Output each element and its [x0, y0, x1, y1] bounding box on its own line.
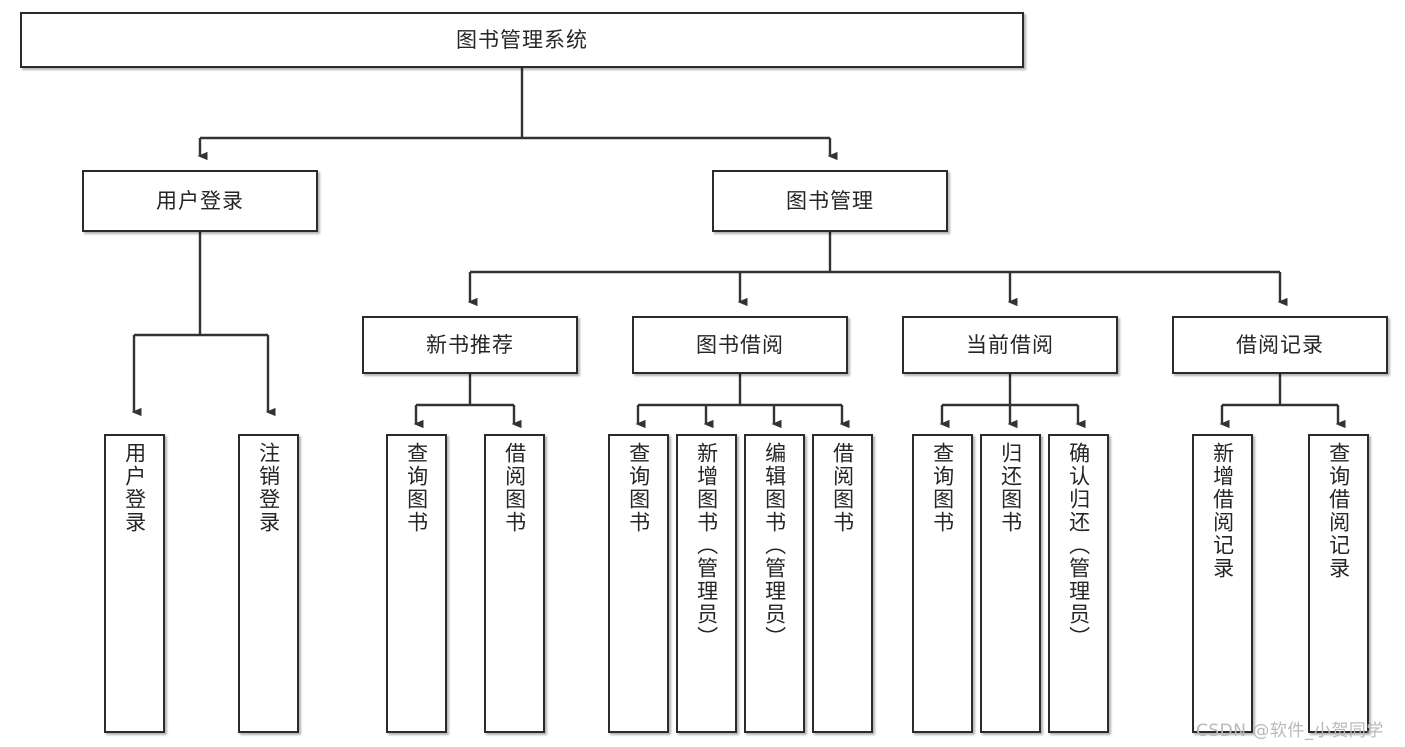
node-label: 注销登录 — [256, 442, 281, 534]
node-borrow-record[interactable]: 借阅记录 — [1172, 316, 1388, 374]
node-leaf-query-book-recommend[interactable]: 查询图书 — [386, 434, 447, 733]
node-leaf-borrow-book[interactable]: 借阅图书 — [812, 434, 873, 733]
node-label: 用户登录 — [122, 442, 147, 534]
node-label: 新书推荐 — [426, 332, 514, 357]
node-book-borrow[interactable]: 图书借阅 — [632, 316, 848, 374]
node-root-book-management-system[interactable]: 图书管理系统 — [20, 12, 1024, 68]
node-new-book-recommend[interactable]: 新书推荐 — [362, 316, 578, 374]
node-label: 新增图书（管理员） — [694, 442, 719, 649]
node-leaf-return-book[interactable]: 归还图书 — [980, 434, 1041, 733]
node-label: 借阅图书 — [830, 442, 855, 534]
node-label: 编辑图书（管理员） — [762, 442, 787, 649]
node-label: 查询图书 — [930, 442, 955, 534]
node-leaf-confirm-return[interactable]: 确认归还（管理员） — [1048, 434, 1109, 733]
node-label: 归还图书 — [998, 442, 1023, 534]
node-leaf-edit-book[interactable]: 编辑图书（管理员） — [744, 434, 805, 733]
node-book-management[interactable]: 图书管理 — [712, 170, 948, 232]
node-leaf-logout-login[interactable]: 注销登录 — [238, 434, 299, 733]
node-label: 用户登录 — [156, 188, 244, 213]
node-label: 查询借阅记录 — [1326, 442, 1351, 580]
node-label: 图书借阅 — [696, 332, 784, 357]
node-label: 图书管理系统 — [456, 27, 588, 52]
node-label: 借阅记录 — [1236, 332, 1324, 357]
node-leaf-borrow-book-recommend[interactable]: 借阅图书 — [484, 434, 545, 733]
node-label: 确认归还（管理员） — [1066, 442, 1091, 649]
node-leaf-query-book-current[interactable]: 查询图书 — [912, 434, 973, 733]
node-label: 借阅图书 — [502, 442, 527, 534]
node-current-borrow[interactable]: 当前借阅 — [902, 316, 1118, 374]
node-leaf-user-login[interactable]: 用户登录 — [104, 434, 165, 733]
node-label: 查询图书 — [626, 442, 651, 534]
node-label: 查询图书 — [404, 442, 429, 534]
node-label: 图书管理 — [786, 188, 874, 213]
csdn-watermark: CSDN @软件_小贺同学 — [1196, 721, 1384, 741]
node-label: 新增借阅记录 — [1210, 442, 1235, 580]
node-label: 当前借阅 — [966, 332, 1054, 357]
node-leaf-add-borrow-record[interactable]: 新增借阅记录 — [1192, 434, 1253, 733]
node-leaf-query-borrow-record[interactable]: 查询借阅记录 — [1308, 434, 1369, 733]
node-leaf-add-book[interactable]: 新增图书（管理员） — [676, 434, 737, 733]
node-leaf-query-book-borrow[interactable]: 查询图书 — [608, 434, 669, 733]
node-user-login[interactable]: 用户登录 — [82, 170, 318, 232]
